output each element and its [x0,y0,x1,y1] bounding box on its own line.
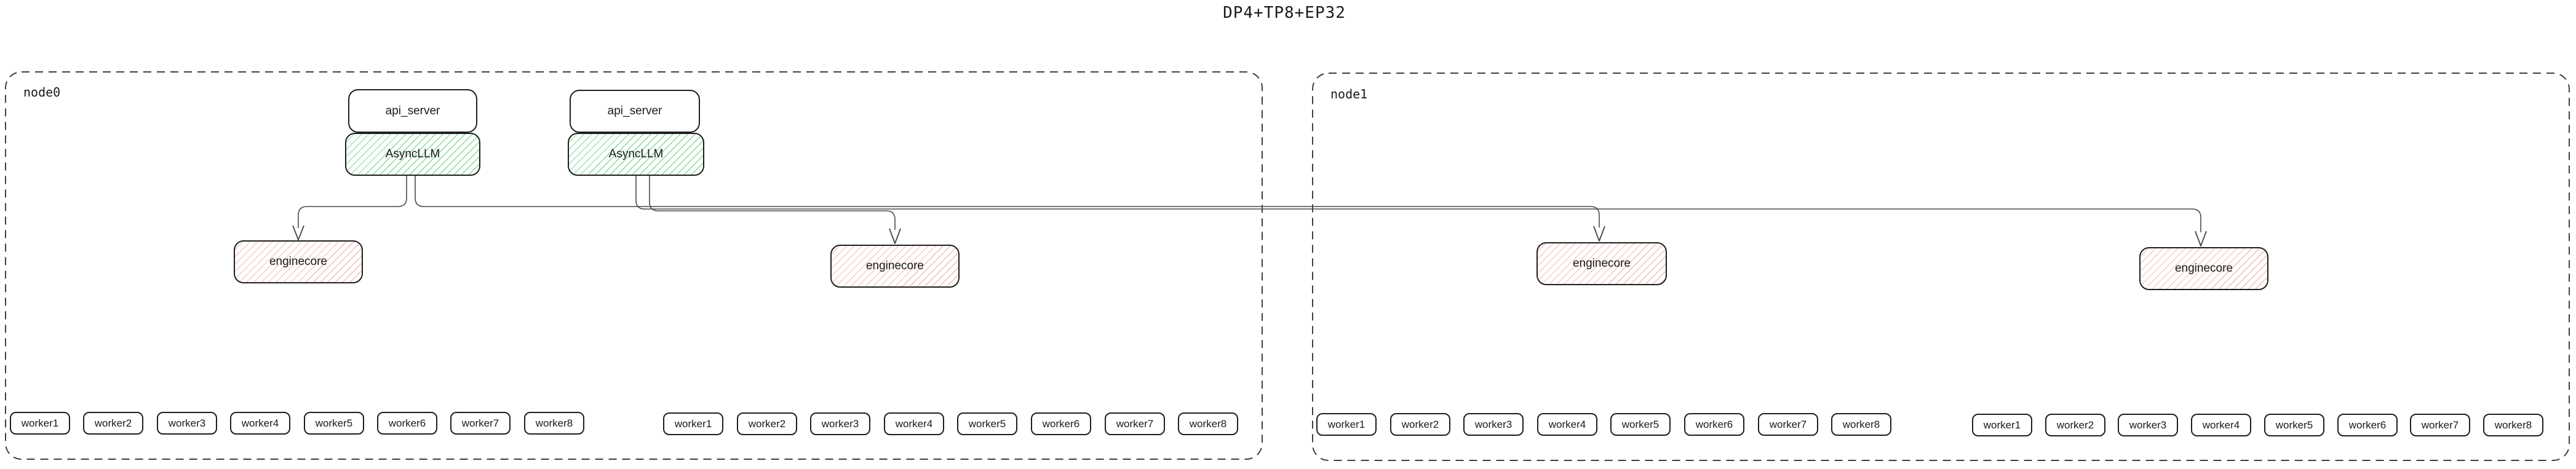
api-server-box-2: api_server [570,90,700,133]
node1-label: node1 [1330,87,1368,101]
asyncllm-box-2: AsyncLLM [568,133,704,176]
arrowhead-enginecore2 [889,228,901,244]
worker-box: worker5 [2264,414,2324,436]
worker-box: worker8 [2483,414,2543,436]
node0-container [5,71,1263,460]
worker-box: worker3 [2118,414,2178,436]
asyncllm-box-1: AsyncLLM [345,133,480,176]
worker-box: worker2 [2045,414,2105,436]
node1-container [1312,73,2570,461]
worker-box: worker3 [810,412,870,435]
enginecore-label: enginecore [865,259,924,272]
worker-box: worker6 [1031,412,1091,435]
worker-box: worker7 [2410,414,2470,436]
enginecore-box-node0-1: enginecore [234,240,363,283]
enginecore-box-node1-1: enginecore [1536,242,1667,285]
worker-box: worker4 [230,412,290,435]
worker-box: worker6 [2337,414,2398,436]
worker-box: worker7 [1105,412,1165,435]
connector-asyncllm2-enginecore2 [649,176,896,230]
worker-box: worker8 [1178,412,1238,435]
enginecore-box-node1-2: enginecore [2139,247,2268,290]
worker-box: worker2 [737,412,797,435]
worker-box: worker8 [1831,413,1891,436]
worker-box: worker3 [1463,413,1524,436]
worker-box: worker1 [10,412,70,435]
worker-box: worker3 [157,412,217,435]
asyncllm-label-2: AsyncLLM [608,148,664,160]
worker-box: worker4 [1537,413,1597,436]
connector-asyncllm1-enginecore3 [415,176,1600,227]
worker-box: worker6 [1684,413,1744,436]
worker-box: worker2 [83,412,143,435]
enginecore-label: enginecore [1572,257,1631,270]
arrowhead-enginecore4 [2195,231,2207,246]
api-server-label-2: api_server [607,104,662,117]
worker-box: worker5 [957,412,1017,435]
worker-box: worker1 [663,412,723,435]
api-server-box-1: api_server [348,89,477,133]
worker-box: worker8 [524,412,584,435]
worker-box: worker5 [1610,413,1671,436]
enginecore-label: enginecore [2174,262,2233,275]
asyncllm-label-1: AsyncLLM [385,148,440,160]
worker-box: worker5 [304,412,364,435]
api-server-label-1: api_server [385,104,440,117]
worker-box: worker7 [1758,413,1818,436]
worker-box: worker4 [884,412,944,435]
enginecore-label: enginecore [269,255,328,268]
worker-box: worker6 [377,412,437,435]
worker-box: worker1 [1316,413,1377,436]
connector-asyncllm1-enginecore1 [298,176,407,228]
node0-label: node0 [23,85,61,100]
arrowhead-enginecore1 [292,225,304,240]
worker-box: worker4 [2191,414,2251,436]
diagram-title: DP4+TP8+EP32 [1223,4,1346,22]
arrowhead-enginecore3 [1593,226,1605,242]
enginecore-box-node0-2: enginecore [830,245,960,288]
connector-asyncllm2-enginecore4 [635,176,2201,232]
worker-box: worker2 [1390,413,1450,436]
worker-box: worker7 [450,412,511,435]
worker-box: worker1 [1972,414,2032,436]
